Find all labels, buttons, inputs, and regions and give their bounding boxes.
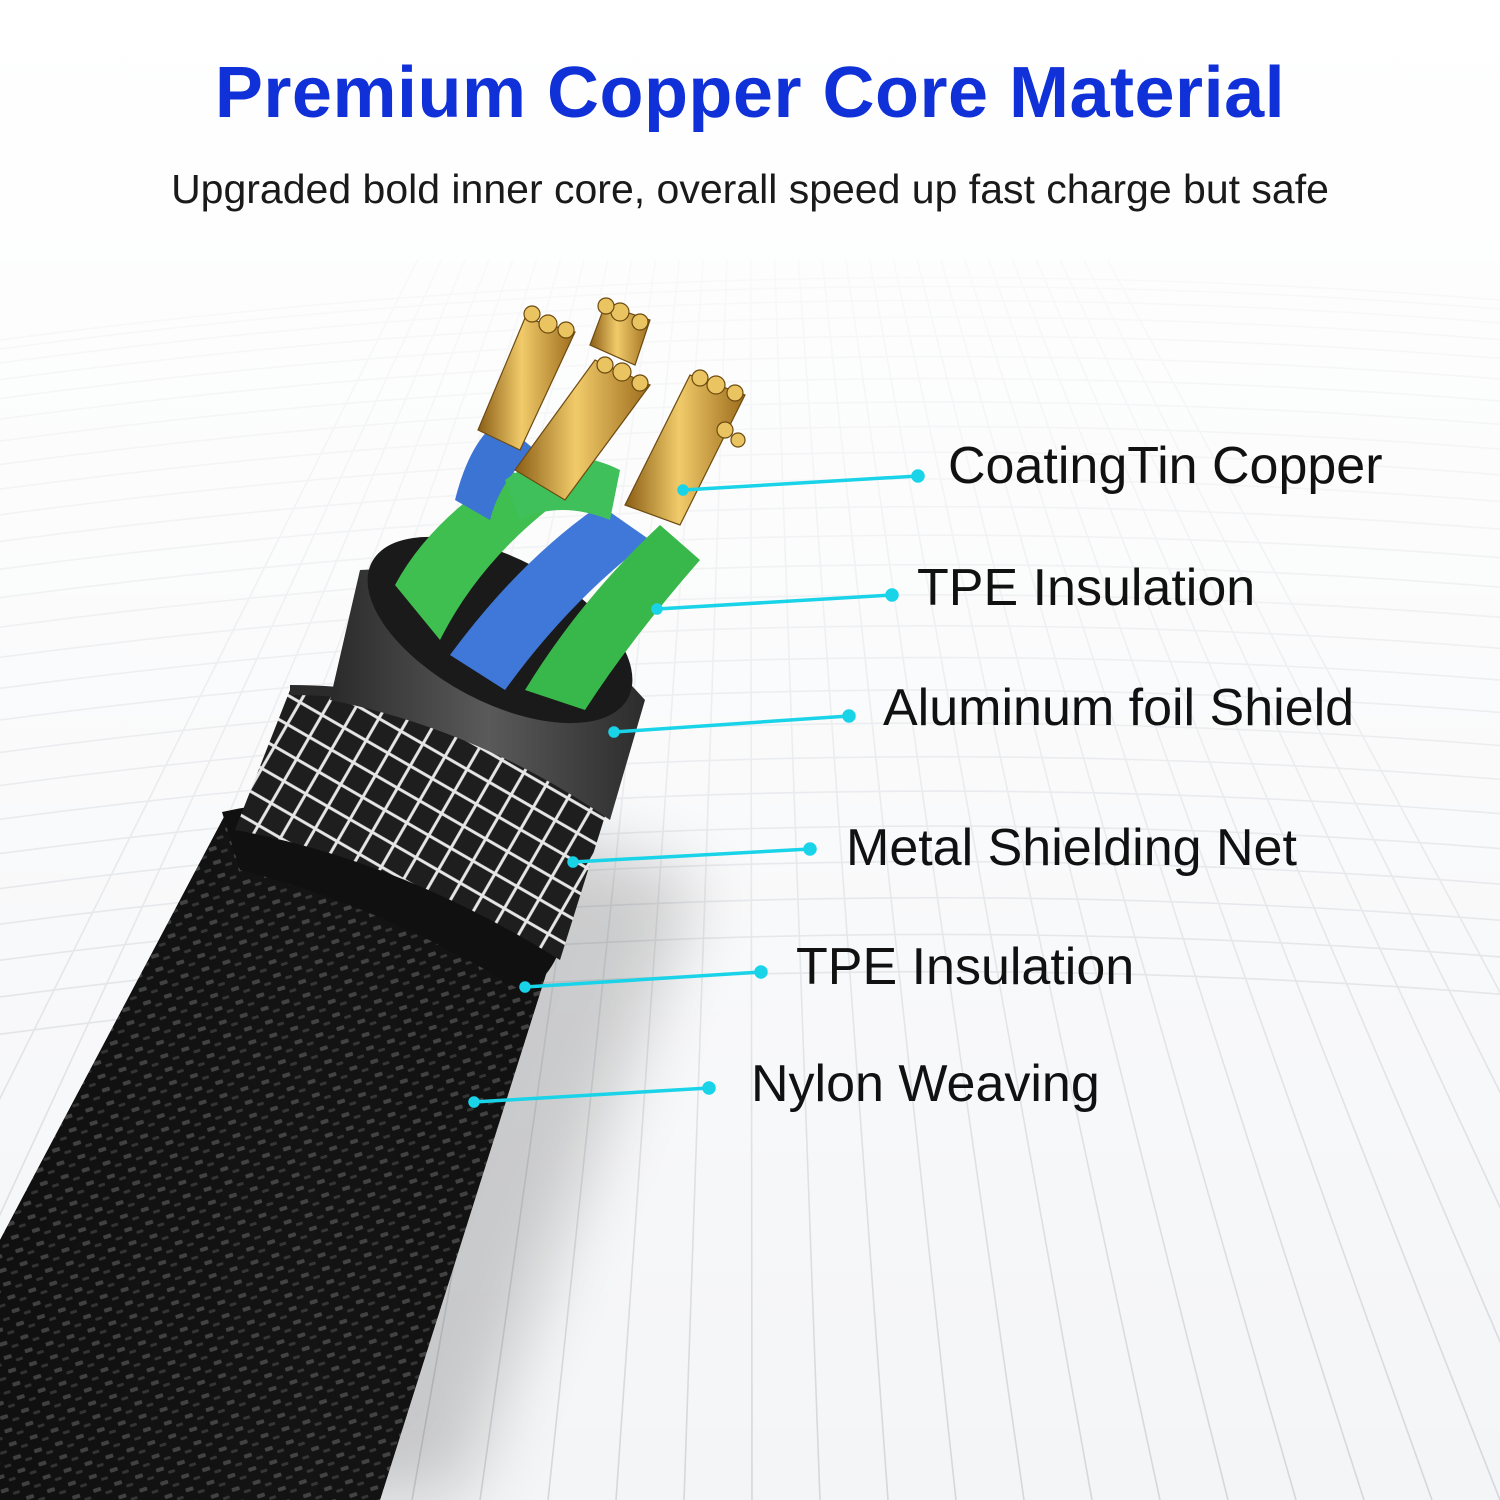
label-aluminum-foil-shield: Aluminum foil Shield: [883, 679, 1355, 737]
label-metal-shielding-net: Metal Shielding Net: [846, 819, 1297, 877]
copper-strands: [477, 297, 746, 526]
callout-line-metal-shielding-net: [572, 847, 811, 864]
callout-line-tpe-insulation-inner: [656, 593, 893, 611]
callout-line-aluminum-foil-shield: [613, 714, 850, 734]
page-subtitle: Upgraded bold inner core, overall speed …: [171, 166, 1329, 212]
page-title: Premium Copper Core Material: [214, 53, 1286, 133]
label-nylon-weaving: Nylon Weaving: [751, 1055, 1100, 1113]
callout-line-nylon-weaving: [473, 1086, 710, 1104]
callout-line-tpe-insulation-outer: [524, 970, 762, 989]
inner-wires: [395, 420, 700, 710]
label-tpe-insulation-inner: TPE Insulation: [917, 559, 1256, 617]
label-tpe-insulation-outer: TPE Insulation: [796, 938, 1135, 996]
callout-line-coating-tin-copper: [682, 474, 919, 492]
outer-tpe-ring: [222, 803, 565, 990]
label-coating-tin-copper: CoatingTin Copper: [948, 437, 1383, 495]
